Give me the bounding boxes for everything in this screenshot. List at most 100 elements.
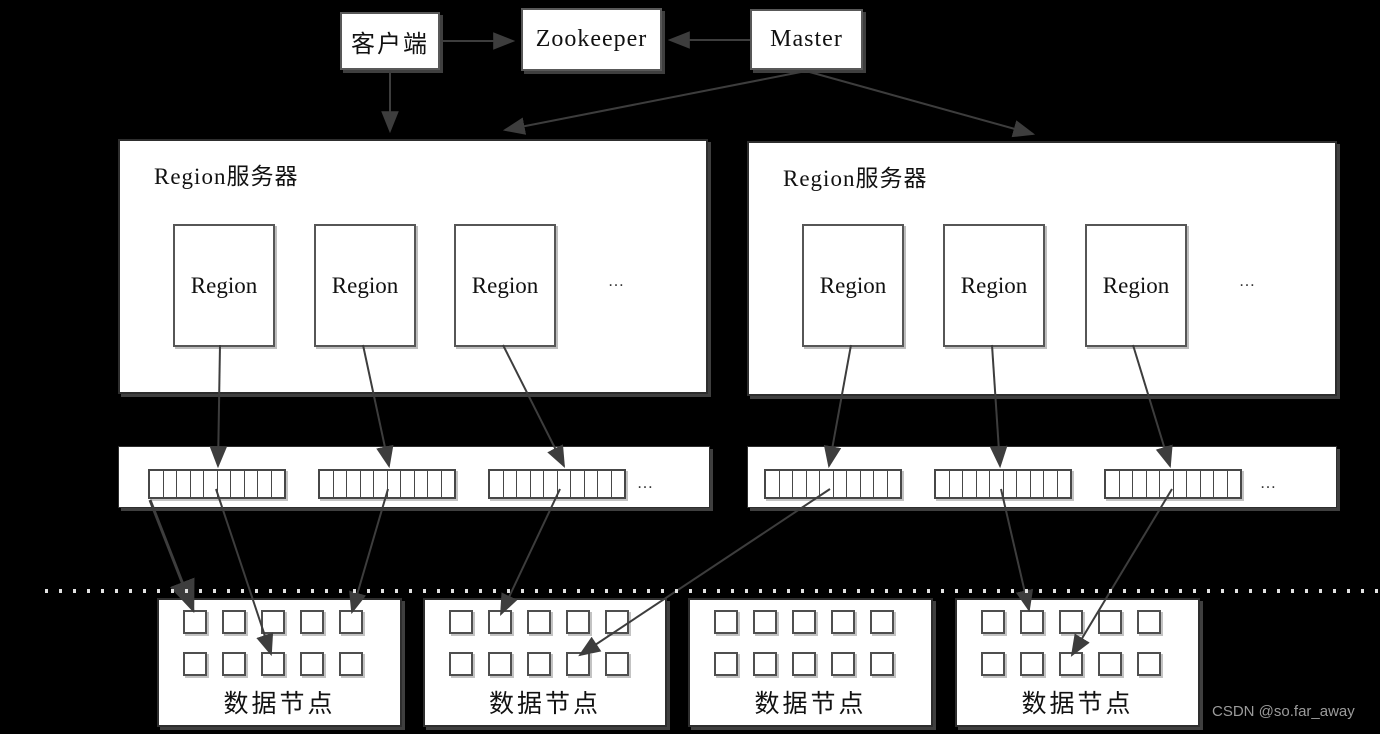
datanode-square (261, 610, 285, 634)
hlog-cell (990, 471, 1004, 497)
hlog-cell (793, 471, 807, 497)
datanode-square (527, 652, 551, 676)
hlog-strip (764, 469, 902, 499)
hlog-cell (177, 471, 191, 497)
hlog-cell (1058, 471, 1071, 497)
datanode-square (261, 652, 285, 676)
client-node: 客户端 (340, 12, 440, 70)
hlog-cell (820, 471, 834, 497)
datanode-squares (183, 610, 363, 676)
hlog-cell (847, 471, 861, 497)
hlog-cell (428, 471, 442, 497)
hlog-cell (571, 471, 585, 497)
hlog-cell (1201, 471, 1214, 497)
datanode-square (1137, 652, 1161, 676)
hlog-cell (374, 471, 388, 497)
region-box: Region (1085, 224, 1187, 347)
hlog-cell (517, 471, 531, 497)
hlog-cell (612, 471, 625, 497)
datanode-square (714, 610, 738, 634)
datanode-square (183, 610, 207, 634)
datanode-square (339, 652, 363, 676)
datanode-square (605, 610, 629, 634)
hlog-cell (150, 471, 164, 497)
datanode-4: 数据节点 (955, 598, 1200, 727)
hlog-cell (780, 471, 793, 497)
datanode-square (488, 610, 512, 634)
datanode-square (870, 652, 894, 676)
hlog-cell (1174, 471, 1187, 497)
hlog-cell (401, 471, 415, 497)
datanode-square (1098, 610, 1122, 634)
hlog-cell (834, 471, 847, 497)
datanode-1: 数据节点 (157, 598, 402, 727)
hlog-cell (1214, 471, 1228, 497)
hlog-strip (318, 469, 456, 499)
master-node: Master (750, 9, 863, 70)
hlog-cell (1228, 471, 1241, 497)
hlog-cell (531, 471, 544, 497)
datanode-square (222, 652, 246, 676)
datanode-label: 数据节点 (488, 691, 601, 718)
hlog-cell (320, 471, 334, 497)
client-label: 客户端 (351, 31, 429, 58)
region-server-1: Region服务器 Region Region Region … (118, 139, 708, 394)
datanode-square (1020, 652, 1044, 676)
datanode-2: 数据节点 (423, 598, 667, 727)
datanode-square (792, 610, 816, 634)
zookeeper-label: Zookeeper (535, 26, 648, 52)
hlog-cell (218, 471, 231, 497)
datanode-square (339, 610, 363, 634)
datanode-square (449, 610, 473, 634)
hlog-cell (347, 471, 361, 497)
datanode-label: 数据节点 (1021, 691, 1134, 718)
hlog-cell (334, 471, 347, 497)
region-box: Region (314, 224, 416, 347)
arrow-master-to-server1 (502, 70, 807, 135)
hlog-cell (415, 471, 428, 497)
regions-ellipsis: … (1239, 273, 1257, 290)
hlog-cell (1031, 471, 1044, 497)
hlog-cell (258, 471, 272, 497)
datanode-square (831, 652, 855, 676)
hlog-cell (558, 471, 571, 497)
datanode-square (1059, 610, 1083, 634)
datanode-square (753, 610, 777, 634)
hlog-cell (1133, 471, 1147, 497)
hlog-cell (1106, 471, 1120, 497)
hlog-bar-2: … (747, 446, 1337, 508)
arrow-master-to-server2 (805, 70, 1036, 138)
hlog-cell (442, 471, 455, 497)
datanode-squares (981, 610, 1161, 676)
hlog-cell (963, 471, 977, 497)
hlog-cell (598, 471, 612, 497)
hlog-cell (1017, 471, 1031, 497)
datanode-square (449, 652, 473, 676)
datanode-square (1020, 610, 1044, 634)
master-label: Master (770, 26, 843, 52)
region-box: Region (943, 224, 1045, 347)
region-box: Region (454, 224, 556, 347)
datanode-square (566, 652, 590, 676)
hlog-ellipsis: … (1260, 475, 1278, 492)
hlog-ellipsis: … (637, 475, 655, 492)
hlog-cell (544, 471, 558, 497)
datanode-square (183, 652, 207, 676)
datanode-square (981, 610, 1005, 634)
datanode-square (527, 610, 551, 634)
datanode-squares (714, 610, 894, 676)
hlog-strip (148, 469, 286, 499)
datanode-square (753, 652, 777, 676)
hlog-cell (272, 471, 285, 497)
datanode-square (566, 610, 590, 634)
hlog-bar-1: … (118, 446, 710, 508)
hlog-strip (488, 469, 626, 499)
hlog-cell (1147, 471, 1160, 497)
hlog-cell (504, 471, 517, 497)
datanode-square (300, 610, 324, 634)
datanode-square (714, 652, 738, 676)
hlog-cell (490, 471, 504, 497)
region-server-2-label: Region服务器 (783, 166, 928, 191)
datanode-square (831, 610, 855, 634)
datanode-label: 数据节点 (754, 691, 867, 718)
